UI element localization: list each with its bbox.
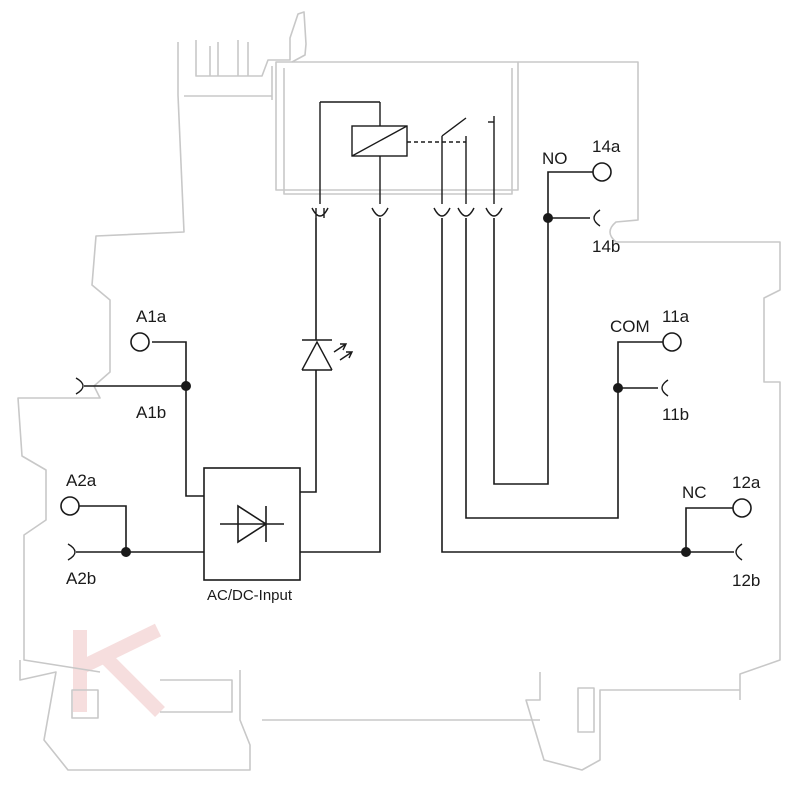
terminal-12b [735, 543, 743, 561]
led-icon [301, 339, 354, 371]
label-12a: 12a [732, 473, 761, 492]
label-12b: 12b [732, 571, 760, 590]
terminal-11a [662, 332, 682, 352]
relay-contact-set [407, 116, 495, 204]
terminal-14b [593, 209, 601, 227]
terminals [60, 162, 752, 561]
label-a1a: A1a [136, 307, 167, 326]
label-com: COM [610, 317, 650, 336]
input-module [203, 467, 301, 581]
label-input-module: AC/DC-Input [207, 587, 293, 604]
terminal-11b [661, 379, 669, 397]
terminal-a1b [75, 377, 84, 395]
wiring [76, 171, 734, 553]
label-nc: NC [682, 483, 707, 502]
label-11b: 11b [662, 405, 689, 424]
label-11a: 11a [662, 307, 690, 326]
socket-contacts [311, 207, 503, 218]
relay-housing-outline [17, 11, 781, 771]
relay-coil [319, 101, 408, 204]
label-14a: 14a [592, 137, 621, 156]
label-a1b: A1b [136, 403, 166, 422]
terminal-12a [732, 498, 752, 518]
junction-dots [121, 213, 691, 557]
label-14b: 14b [592, 237, 620, 256]
watermark-logo [73, 623, 165, 717]
terminal-a1a [130, 332, 150, 352]
terminal-14a [592, 162, 612, 182]
label-a2a: A2a [66, 471, 97, 490]
terminal-a2a [60, 496, 80, 516]
label-a2b: A2b [66, 569, 96, 588]
terminal-a2b [67, 543, 76, 561]
label-no: NO [542, 149, 568, 168]
